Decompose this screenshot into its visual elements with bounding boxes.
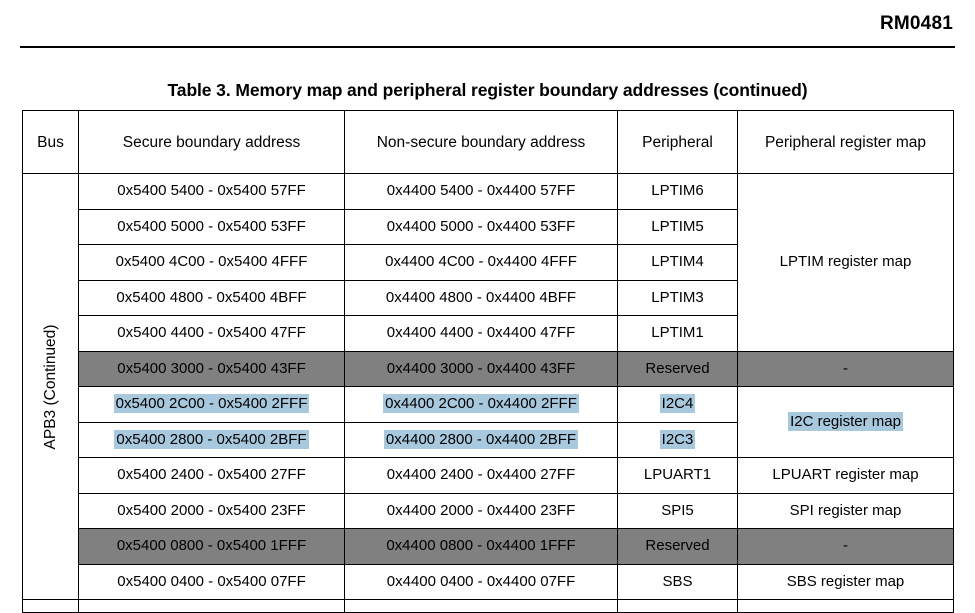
cell-clipped: [22, 599, 79, 613]
cell-secure-boundary-address: 0x5400 2800 - 0x5400 2BFF: [78, 421, 345, 458]
cell-non-secure-boundary-address: 0x4400 4400 - 0x4400 47FF: [344, 315, 618, 352]
cell-peripheral: LPUART1: [617, 457, 738, 494]
cell-clipped: [78, 599, 345, 613]
cell-non-secure-boundary-address: 0x4400 2400 - 0x4400 27FF: [344, 457, 618, 494]
bus-cell: APB3 (Continued): [22, 173, 79, 600]
bus-label: APB3 (Continued): [41, 324, 59, 449]
column-header-bus: Bus: [22, 110, 79, 174]
cell-peripheral-register-map: -: [737, 350, 954, 387]
cell-non-secure-boundary-address: 0x4400 5000 - 0x4400 53FF: [344, 208, 618, 245]
cell-peripheral-register-map: SPI register map: [737, 492, 954, 529]
column-header-peripheral: Peripheral: [617, 110, 738, 174]
table-row: 0x5400 2800 - 0x5400 2BFF 0x4400 2800 - 0…: [23, 421, 954, 458]
cell-peripheral: LPTIM6: [617, 173, 738, 210]
cell-secure-boundary-address: 0x5400 4C00 - 0x5400 4FFF: [78, 244, 345, 281]
table-caption: Table 3. Memory map and peripheral regis…: [167, 80, 808, 100]
cell-secure-boundary-address: 0x5400 2000 - 0x5400 23FF: [78, 492, 345, 529]
cell-peripheral: SBS: [617, 563, 738, 600]
cell-peripheral-register-map: I2C register map: [737, 386, 954, 458]
highlighted-text: 0x5400 2C00 - 0x5400 2FFF: [113, 394, 310, 414]
table-header-row: Bus Secure boundary address Non-secure b…: [22, 110, 954, 174]
cell-non-secure-boundary-address: 0x4400 4800 - 0x4400 4BFF: [344, 279, 618, 316]
cell-peripheral: LPTIM3: [617, 279, 738, 316]
cell-secure-boundary-address: 0x5400 3000 - 0x5400 43FF: [78, 350, 345, 387]
cell-secure-boundary-address: 0x5400 2400 - 0x5400 27FF: [78, 457, 345, 494]
cell-non-secure-boundary-address: 0x4400 2000 - 0x4400 23FF: [344, 492, 618, 529]
cell-peripheral-register-map: -: [737, 528, 954, 565]
highlighted-text: I2C3: [659, 429, 696, 449]
cell-peripheral: Reserved: [617, 350, 738, 387]
column-header-non-secure-boundary-address: Non-secure boundary address: [344, 110, 618, 174]
highlighted-text: 0x4400 2800 - 0x4400 2BFF: [383, 429, 579, 449]
cell-peripheral-register-map: LPTIM register map: [737, 173, 954, 352]
cell-clipped: [617, 599, 738, 613]
cell-peripheral: I2C4: [617, 386, 738, 423]
document-id: RM0481: [879, 13, 953, 34]
cell-secure-boundary-address: 0x5400 5400 - 0x5400 57FF: [78, 173, 345, 210]
table-row: 0x5400 2C00 - 0x5400 2FFF 0x4400 2C00 - 0…: [23, 386, 954, 458]
cell-peripheral-register-map: SBS register map: [737, 563, 954, 600]
cell-secure-boundary-address: 0x5400 4800 - 0x5400 4BFF: [78, 279, 345, 316]
cell-non-secure-boundary-address: 0x4400 0800 - 0x4400 1FFF: [344, 528, 618, 565]
table-header: Bus Secure boundary address Non-secure b…: [22, 110, 954, 174]
cell-clipped: [344, 599, 618, 613]
cell-peripheral: I2C3: [617, 421, 738, 458]
cell-non-secure-boundary-address: 0x4400 2800 - 0x4400 2BFF: [344, 421, 618, 458]
cell-secure-boundary-address: 0x5400 5000 - 0x5400 53FF: [78, 208, 345, 245]
cell-clipped: [737, 599, 954, 613]
cell-peripheral: LPTIM1: [617, 315, 738, 352]
cell-secure-boundary-address: 0x5400 0800 - 0x5400 1FFF: [78, 528, 345, 565]
cell-secure-boundary-address: 0x5400 0400 - 0x5400 07FF: [78, 563, 345, 600]
column-header-secure-boundary-address: Secure boundary address: [78, 110, 345, 174]
cell-non-secure-boundary-address: 0x4400 3000 - 0x4400 43FF: [344, 350, 618, 387]
cell-peripheral: SPI5: [617, 492, 738, 529]
page-header: RM0481: [20, 10, 953, 40]
cell-peripheral: LPTIM4: [617, 244, 738, 281]
highlighted-text: 0x5400 2800 - 0x5400 2BFF: [114, 429, 309, 449]
cell-peripheral: Reserved: [617, 528, 738, 565]
column-header-peripheral-register-map: Peripheral register map: [737, 110, 954, 174]
cell-secure-boundary-address: 0x5400 2C00 - 0x5400 2FFF: [78, 386, 345, 423]
highlighted-text: I2C register map: [788, 412, 903, 431]
highlighted-text: 0x4400 2C00 - 0x4400 2FFF: [383, 394, 579, 414]
cell-secure-boundary-address: 0x5400 4400 - 0x5400 47FF: [78, 315, 345, 352]
header-rule: [20, 46, 955, 48]
cell-non-secure-boundary-address: 0x4400 0400 - 0x4400 07FF: [344, 563, 618, 600]
cell-peripheral: LPTIM5: [617, 208, 738, 245]
table-row: APB3 (Continued) 0x5400 5400 - 0x5400 57F…: [22, 173, 954, 600]
cell-non-secure-boundary-address: 0x4400 5400 - 0x4400 57FF: [344, 173, 618, 210]
memory-map-table-wrap: Bus Secure boundary address Non-secure b…: [22, 110, 954, 613]
highlighted-text: I2C4: [659, 394, 696, 414]
cell-peripheral-register-map: LPUART register map: [737, 457, 954, 494]
table-row-clipped: [22, 599, 954, 613]
cell-non-secure-boundary-address: 0x4400 2C00 - 0x4400 2FFF: [344, 386, 618, 423]
table-body: APB3 (Continued) 0x5400 5400 - 0x5400 57F…: [22, 173, 954, 613]
memory-map-table: Bus Secure boundary address Non-secure b…: [22, 110, 954, 613]
cell-non-secure-boundary-address: 0x4400 4C00 - 0x4400 4FFF: [344, 244, 618, 281]
